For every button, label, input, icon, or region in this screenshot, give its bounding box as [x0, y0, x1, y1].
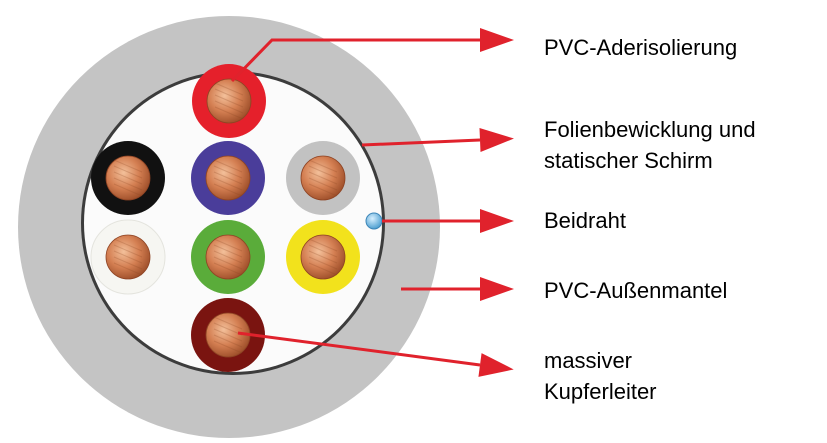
copper-texture: [214, 106, 244, 120]
copper-conductor-green: [205, 234, 251, 280]
copper-texture: [308, 159, 338, 173]
copper-texture: [308, 262, 338, 276]
copper-texture: [213, 238, 243, 252]
copper-texture: [213, 183, 243, 197]
copper-conductor-yellow: [300, 234, 346, 280]
core-white: [90, 219, 166, 295]
arrow-head-foil-shield: [479, 128, 514, 152]
copper-conductor-red: [206, 78, 252, 124]
copper-texture: [113, 177, 143, 191]
copper-texture: [213, 177, 243, 191]
copper-texture: [113, 244, 143, 258]
drain-wire: [365, 212, 383, 230]
arrow-line-foil-shield: [361, 138, 481, 147]
label-foil-line1: Folienbewicklung und: [544, 117, 756, 142]
arrow-conductor: [237, 331, 514, 377]
cable-body: [18, 16, 440, 438]
copper-texture: [213, 340, 243, 354]
copper-texture: [308, 177, 338, 191]
copper-texture: [113, 171, 143, 185]
core-green: [191, 220, 265, 294]
arrow-head-insulation: [480, 28, 514, 52]
copper-texture: [213, 244, 243, 258]
copper-texture: [213, 159, 243, 173]
core-brown: [191, 298, 265, 372]
label-conductor-line2: Kupferleiter: [544, 379, 657, 404]
core-yellow: [286, 220, 360, 294]
core-grey: [286, 141, 360, 215]
copper-texture: [214, 88, 244, 102]
copper-texture: [113, 256, 143, 270]
copper-texture: [213, 250, 243, 264]
label-foil-shield: Folienbewicklung und statischer Schirm: [544, 114, 756, 176]
arrow-insulation: [230, 28, 514, 83]
copper-conductor-blue: [205, 155, 251, 201]
label-foil-line2: statischer Schirm: [544, 148, 713, 173]
copper-texture: [214, 82, 244, 96]
arrow-foil-shield: [361, 128, 514, 152]
arrow-head-drain-wire: [480, 209, 514, 233]
core-black: [91, 141, 165, 215]
copper-texture: [213, 262, 243, 276]
copper-texture: [308, 238, 338, 252]
copper-texture: [113, 250, 143, 264]
copper-texture: [308, 183, 338, 197]
copper-conductor-grey: [300, 155, 346, 201]
copper-texture: [213, 171, 243, 185]
copper-texture: [113, 238, 143, 252]
arrow-head-jacket: [480, 277, 514, 301]
copper-texture: [113, 183, 143, 197]
arrow-line-conductor: [237, 331, 481, 367]
copper-texture: [308, 250, 338, 264]
cores-group: [90, 64, 360, 372]
label-jacket: PVC-Außenmantel: [544, 278, 728, 303]
core-blue: [191, 141, 265, 215]
copper-texture: [308, 244, 338, 258]
label-conductor: massiver Kupferleiter: [544, 345, 657, 407]
arrow-drain-wire: [382, 209, 514, 233]
copper-conductor-black: [105, 155, 151, 201]
label-insulation: PVC-Aderisolierung: [544, 35, 738, 60]
copper-texture: [308, 171, 338, 185]
copper-texture: [213, 322, 243, 336]
copper-texture: [213, 328, 243, 342]
label-drain-wire: Beidraht: [544, 208, 626, 233]
label-conductor-line1: massiver: [544, 348, 633, 373]
copper-texture: [213, 165, 243, 179]
copper-texture: [113, 159, 143, 173]
copper-texture: [214, 94, 244, 108]
copper-texture: [214, 100, 244, 114]
copper-texture: [213, 316, 243, 330]
arrow-line-insulation: [230, 38, 480, 83]
arrow-head-conductor: [478, 353, 514, 377]
copper-texture: [213, 256, 243, 270]
arrow-jacket: [401, 277, 514, 301]
copper-texture: [213, 334, 243, 348]
copper-texture: [308, 256, 338, 270]
copper-texture: [113, 165, 143, 179]
core-red: [192, 64, 266, 138]
copper-texture: [113, 262, 143, 276]
copper-conductor-white: [105, 234, 151, 280]
pointer-arrows: [230, 28, 514, 377]
copper-texture: [308, 165, 338, 179]
